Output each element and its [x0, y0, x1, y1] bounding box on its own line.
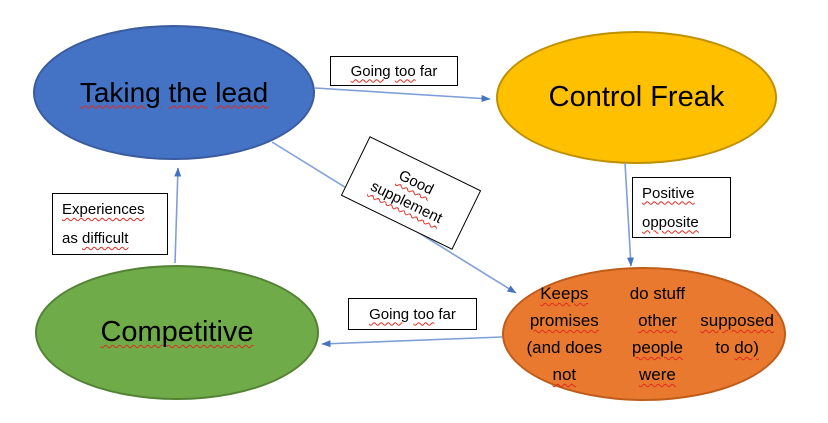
arrow-taking-lead-to-control-freak: [314, 87, 491, 102]
arrow-competitive-to-taking-lead: [174, 167, 182, 264]
arrow-keeps-promises-to-competitive: [321, 336, 503, 348]
edge-label-going-too-far-bottom: Going too far: [348, 298, 477, 330]
node-competitive: Competitive: [35, 265, 319, 400]
node-control-freak: Control Freak: [496, 31, 777, 164]
node-taking-the-lead: Taking the lead: [33, 25, 315, 160]
edge-label-going-too-far-top: Going too far: [330, 56, 458, 86]
arrow-control-freak-to-keeps-promises: [624, 162, 634, 267]
